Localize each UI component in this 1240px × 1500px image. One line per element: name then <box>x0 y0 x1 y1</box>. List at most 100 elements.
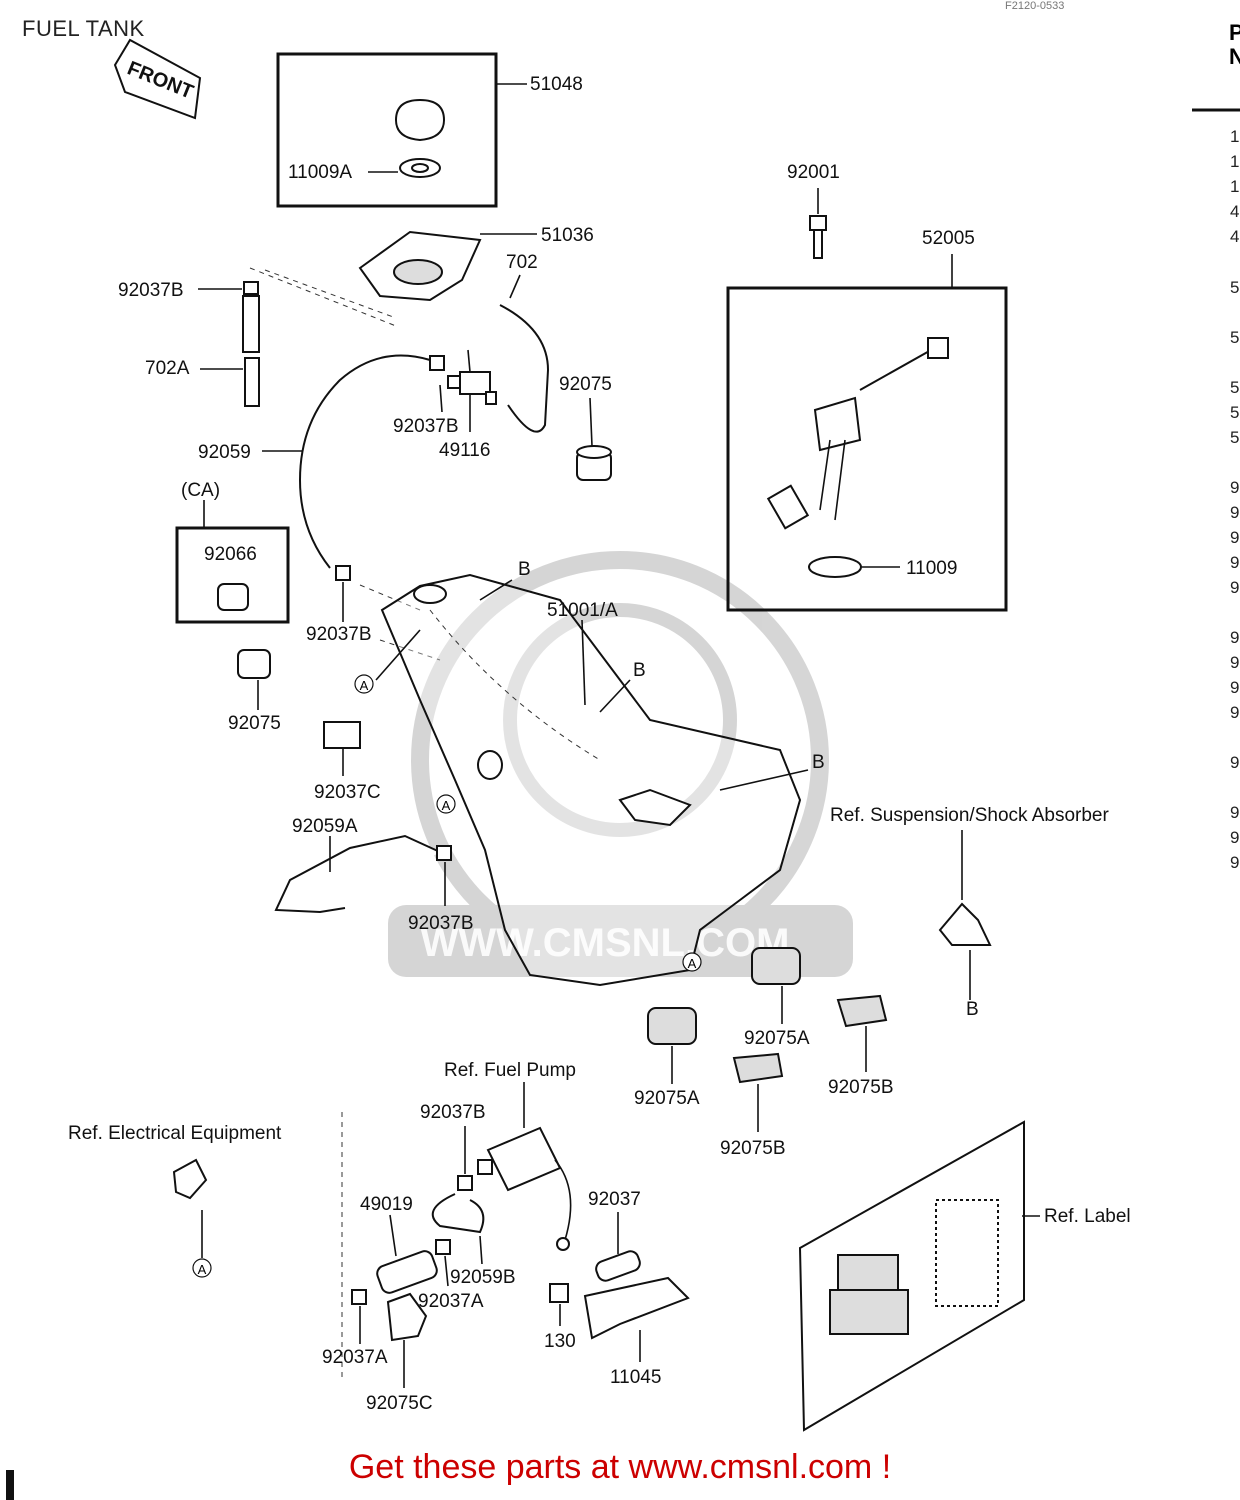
part-label-92075c: 92075C <box>366 1393 433 1414</box>
part-label-92075a: 92075A <box>634 1088 700 1109</box>
svg-text:A: A <box>360 678 369 693</box>
ca-label: (CA) <box>181 480 220 501</box>
part-label-92037a: 92037A <box>418 1291 484 1312</box>
part-label-702a: 702A <box>145 358 190 379</box>
collar-icon <box>576 445 612 481</box>
fuel-cap-icon <box>394 98 446 178</box>
mark-b: B <box>633 660 646 681</box>
column-number: 5 <box>1230 378 1239 397</box>
filler-bracket-icon <box>358 230 482 302</box>
svg-text:A: A <box>688 956 697 971</box>
part-label-92037b: 92037B <box>408 913 474 934</box>
clip-icon <box>323 721 361 749</box>
front-arrow-icon: FRONT <box>113 38 202 120</box>
column-number: 9 <box>1230 528 1239 547</box>
fuel-gauge-sender-box <box>726 286 1008 612</box>
mark-b: B <box>966 999 979 1020</box>
column-number: 1 <box>1230 127 1239 146</box>
collar-icon-left <box>237 649 271 679</box>
damper-icon <box>647 947 888 1084</box>
column-number: 5 <box>1230 428 1239 447</box>
part-label-702: 702 <box>506 252 538 273</box>
column-number: 9 <box>1230 653 1239 672</box>
shock-absorber-bracket-icon <box>938 902 992 946</box>
part-label-11009a: 11009A <box>288 162 352 183</box>
label-sheet-icon <box>798 1120 1025 1432</box>
column-header: N <box>1229 44 1240 69</box>
part-label-92001: 92001 <box>787 162 840 183</box>
part-label-49116: 49116 <box>439 440 490 461</box>
part-label-92066: 92066 <box>204 544 257 565</box>
fuel-tank-icon <box>380 573 802 987</box>
ref-suspension-label: Ref. Suspension/Shock Absorber <box>830 805 1110 826</box>
mark-b: B <box>812 752 825 773</box>
column-number: 4 <box>1230 202 1239 221</box>
column-number: 9 <box>1230 803 1239 822</box>
part-label-11009: 11009 <box>906 558 957 579</box>
part-label-92059a: 92059A <box>292 816 358 837</box>
part-label-92037b: 92037B <box>118 280 184 301</box>
column-number: 9 <box>1230 678 1239 697</box>
part-label-92037b: 92037B <box>420 1102 486 1123</box>
part-label-92037: 92037 <box>588 1189 641 1210</box>
watermark-text: WWW.CMSNL.COM <box>421 921 790 965</box>
collar-icon-c <box>386 1292 428 1342</box>
mark-a: A <box>682 952 702 972</box>
part-label-130: 130 <box>544 1331 576 1352</box>
ref-electrical-label: Ref. Electrical Equipment <box>68 1123 282 1144</box>
fuel-filter-icon <box>376 1250 438 1294</box>
bracket-icon <box>583 1276 690 1340</box>
mark-a: A <box>192 1258 212 1278</box>
part-label-92059: 92059 <box>198 442 251 463</box>
cap-icon <box>217 583 249 611</box>
column-header: P <box>1229 20 1240 45</box>
column-number: 5 <box>1230 278 1239 297</box>
ca-box <box>175 526 290 624</box>
column-number: 9 <box>1230 753 1239 772</box>
part-label-92075b: 92075B <box>828 1077 894 1098</box>
column-number: 9 <box>1230 478 1239 497</box>
part-label-92059b: 92059B <box>450 1267 516 1288</box>
corner-mark <box>6 1470 14 1500</box>
mark-a: A <box>436 794 456 814</box>
connector-icon <box>172 1158 208 1200</box>
part-label-51001a: 51001/A <box>547 600 618 621</box>
column-number: 9 <box>1230 828 1239 847</box>
clamp-icon <box>243 281 259 295</box>
fuel-pump-icon <box>477 1126 572 1251</box>
part-label-92037b: 92037B <box>306 624 372 645</box>
column-number: 9 <box>1230 703 1239 722</box>
ref-fuel-pump-label: Ref. Fuel Pump <box>444 1060 576 1081</box>
mark-a: A <box>354 674 374 694</box>
column-number: 1 <box>1230 152 1239 171</box>
column-number: 4 <box>1230 227 1239 246</box>
part-label-51036: 51036 <box>541 225 594 246</box>
part-label-92075: 92075 <box>228 713 281 734</box>
svg-text:A: A <box>198 1262 207 1277</box>
ref-label-label: Ref. Label <box>1044 1206 1131 1227</box>
part-label-92075a: 92075A <box>744 1028 810 1049</box>
page-title: FUEL TANK <box>22 16 145 41</box>
bolt-icon <box>809 215 827 259</box>
mark-b: B <box>518 559 531 580</box>
column-number: 9 <box>1230 503 1239 522</box>
tube-icon <box>242 295 260 353</box>
part-label-52005: 52005 <box>922 228 975 249</box>
column-number: 1 <box>1230 177 1239 196</box>
column-number: 5 <box>1230 328 1239 347</box>
part-label-92037a: 92037A <box>322 1347 388 1368</box>
diagram-code: F2120-0533 <box>1005 0 1065 12</box>
part-label-92075b: 92075B <box>720 1138 786 1159</box>
part-label-49019: 49019 <box>360 1194 413 1215</box>
svg-text:A: A <box>442 798 451 813</box>
column-number: 5 <box>1230 403 1239 422</box>
valve-icon <box>447 371 497 405</box>
part-label-51048: 51048 <box>530 74 583 95</box>
fuel-gauge-sender-icon <box>766 337 949 578</box>
footer-link[interactable]: Get these parts at www.cmsnl.com ! <box>348 1448 892 1486</box>
part-label-92037c: 92037C <box>314 782 381 803</box>
column-number: 9 <box>1230 628 1239 647</box>
column-number: 9 <box>1230 553 1239 572</box>
column-number: 9 <box>1230 578 1239 597</box>
